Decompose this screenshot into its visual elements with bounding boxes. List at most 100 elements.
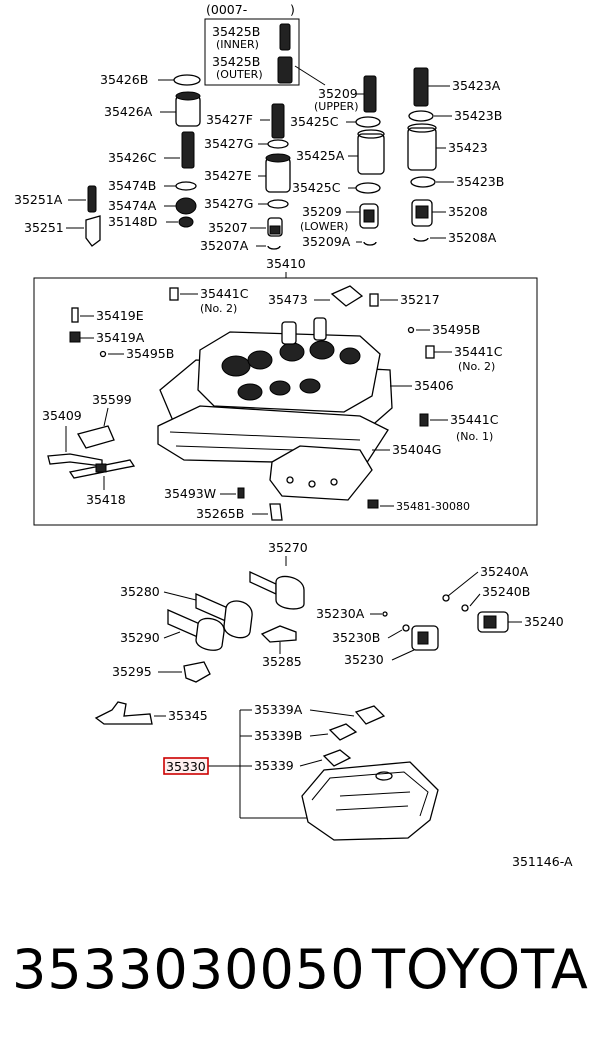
clip-35208A-icon	[413, 237, 429, 242]
solenoid-35230-icon	[411, 625, 439, 651]
label-35599: 35599	[92, 392, 132, 407]
oring-35425C-1-icon	[355, 116, 381, 128]
valve-body-box	[33, 277, 538, 526]
plug-35441C-right-icon	[425, 345, 435, 359]
label-35441C-no2-top: 35441C	[200, 286, 249, 301]
gasket-35339-icon	[322, 749, 352, 767]
ring-35240B-icon	[461, 604, 469, 612]
oring-35427G-1-icon	[267, 139, 289, 149]
label-35251A: 35251A	[14, 192, 63, 207]
label-upper: (UPPER)	[314, 100, 359, 113]
label-35493W: 35493W	[164, 486, 216, 501]
label-35441C-no1: 35441C	[450, 412, 499, 427]
oring-35423B-1-icon	[408, 110, 434, 122]
ring-35230B-icon	[402, 624, 410, 632]
label-35230A: 35230A	[316, 606, 365, 621]
inset-box	[204, 18, 300, 86]
plate-35409-icon	[47, 453, 103, 467]
label-35290: 35290	[120, 630, 160, 645]
piston-35423-icon	[407, 123, 437, 171]
label-35425A: 35425A	[296, 148, 345, 163]
label-35406: 35406	[414, 378, 454, 393]
ball-35495B-left-icon	[99, 350, 107, 358]
label-35339A: 35339A	[254, 702, 303, 717]
label-35339: 35339	[254, 758, 294, 773]
label-35481: 35481-30080	[396, 500, 470, 513]
label-0007: (0007-	[206, 2, 247, 17]
label-35148D: 35148D	[108, 214, 157, 229]
label-35230: 35230	[344, 652, 384, 667]
label-35426A: 35426A	[104, 104, 153, 119]
plug-35217-icon	[369, 293, 379, 307]
part-number: 3533030050	[12, 938, 366, 1001]
label-35425B-outer: 35425B	[212, 54, 260, 69]
plate-35251-icon	[85, 215, 101, 247]
label-35270: 35270	[268, 540, 308, 555]
label-35251: 35251	[24, 220, 64, 235]
label-35418: 35418	[86, 492, 126, 507]
label-35426B: 35426B	[100, 72, 148, 87]
pin-35419E-icon	[71, 307, 79, 323]
label-35265B: 35265B	[196, 506, 244, 521]
bolt-35481-icon	[367, 499, 379, 509]
label-35240: 35240	[524, 614, 564, 629]
label-35419E: 35419E	[96, 308, 144, 323]
bracket-35345-icon	[94, 701, 153, 725]
oring-35427G-2-icon	[267, 199, 289, 209]
clip-35207A-icon	[267, 245, 281, 250]
label-35495B-right: 35495B	[432, 322, 480, 337]
clip-35209A-icon	[363, 241, 377, 246]
label-35419A: 35419A	[96, 330, 145, 345]
piston-35474A-icon	[175, 197, 197, 215]
label-35295: 35295	[112, 664, 152, 679]
piston-35427E-icon	[265, 153, 291, 193]
ball-35230A-icon	[382, 611, 388, 617]
spring-inner-icon	[279, 23, 291, 51]
inset-0007-group: (0007- ) 35425B (INNER) 35425B (OUTER)	[204, 2, 326, 86]
plate-35473-icon	[330, 285, 364, 307]
label-outer: (OUTER)	[216, 68, 263, 81]
plug-35208-icon	[411, 199, 433, 227]
label-35423B-2: 35423B	[456, 174, 504, 189]
label-no2-right: (No. 2)	[458, 360, 495, 373]
label-35209A: 35209A	[302, 234, 351, 249]
plug-35441C-top-icon	[169, 287, 179, 301]
label-35427G-2: 35427G	[204, 196, 253, 211]
label-35280: 35280	[120, 584, 160, 599]
label-35404G: 35404G	[392, 442, 441, 457]
label-inner: (INNER)	[216, 38, 259, 51]
label-35423: 35423	[448, 140, 488, 155]
label-35427F: 35427F	[206, 112, 253, 127]
label-35330: 35330	[166, 759, 206, 774]
rod-35418-icon	[68, 459, 136, 479]
solenoid-35240-icon	[477, 611, 509, 633]
highlight-box-35330	[163, 757, 209, 775]
plate-35339A-icon	[354, 705, 386, 725]
label-35240A: 35240A	[480, 564, 529, 579]
label-35240B: 35240B	[482, 584, 530, 599]
label-35207A: 35207A	[200, 238, 249, 253]
label-35441C-no2-right: 35441C	[454, 344, 503, 359]
pin-35419A-icon	[69, 331, 81, 343]
ball-35240A-icon	[442, 594, 450, 602]
plug-35441C-no1-icon	[419, 413, 429, 427]
ball-35495B-right-icon	[407, 326, 415, 334]
spring-35209-upper-icon	[363, 75, 377, 113]
label-35427E: 35427E	[204, 168, 252, 183]
label-no1: (No. 1)	[456, 430, 493, 443]
label-0007-close: )	[290, 2, 295, 17]
plug-35207-icon	[267, 217, 283, 237]
piston-35426A-icon	[175, 91, 201, 127]
label-ref-351146-A: 351146-A	[512, 854, 573, 869]
label-35208A: 35208A	[448, 230, 497, 245]
label-35474A: 35474A	[108, 198, 157, 213]
label-35207: 35207	[208, 220, 248, 235]
label-35423A: 35423A	[452, 78, 501, 93]
spring-35251A-icon	[87, 185, 97, 213]
solenoid-35280-icon	[195, 593, 253, 639]
ring-35148D-icon	[178, 216, 194, 228]
label-35409: 35409	[42, 408, 82, 423]
plug-35209-lower-icon	[359, 203, 379, 229]
label-35474B: 35474B	[108, 178, 156, 193]
